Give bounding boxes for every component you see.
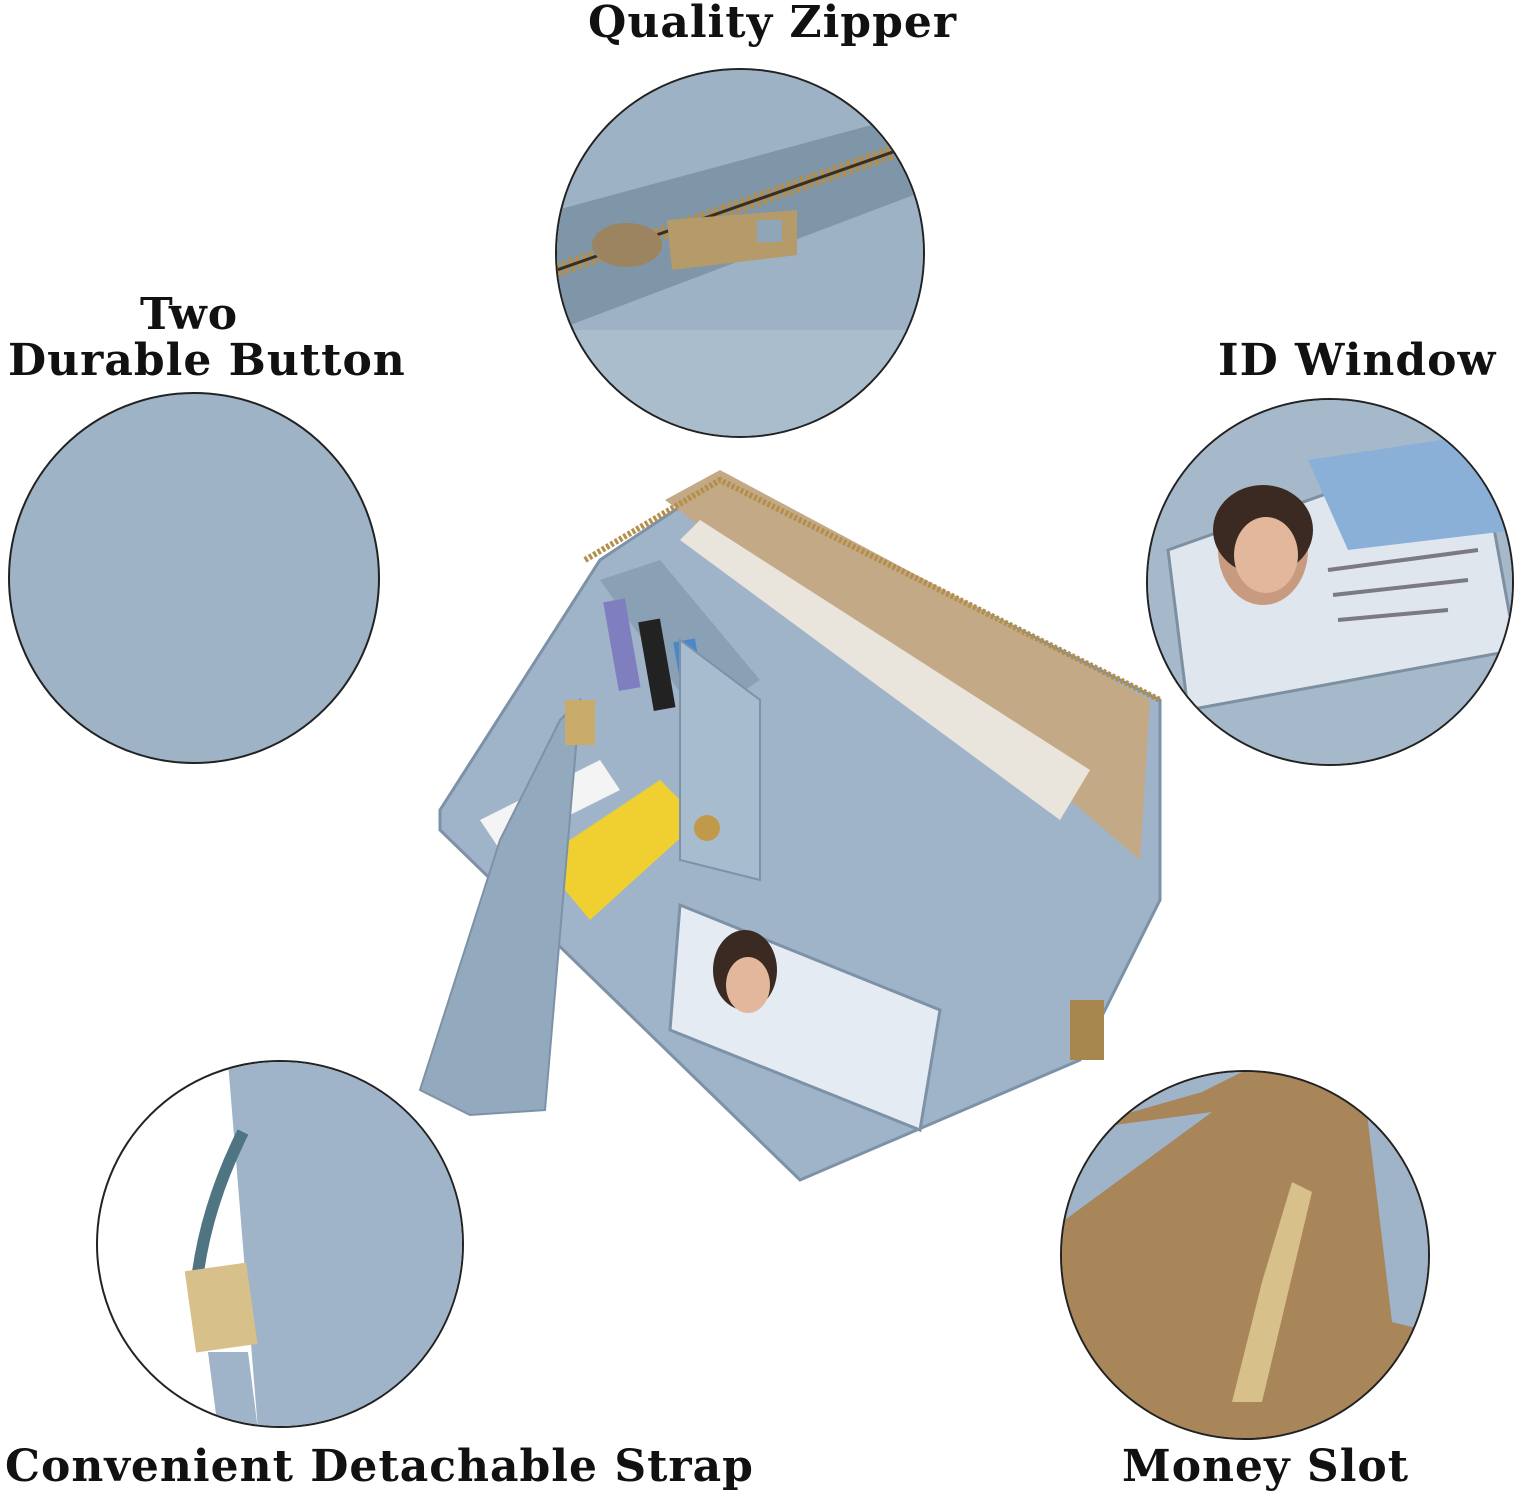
label-durable-button: Durable Button [8, 335, 406, 386]
label-id-window: ID Window [1218, 335, 1497, 386]
money-slot-closeup-circle [1060, 1070, 1430, 1440]
strap-closeup-circle [96, 1060, 464, 1428]
label-two: Two [140, 289, 239, 340]
label-quality-zipper: Quality Zipper [588, 0, 958, 48]
money-slot-image [1062, 1072, 1428, 1438]
zipper-closeup-image [557, 70, 923, 436]
id-window-image [1148, 400, 1512, 764]
label-detachable-strap: Convenient Detachable Strap [5, 1441, 754, 1492]
strap-closeup-image [184, 1062, 462, 1426]
id-window-closeup-circle [1146, 398, 1514, 766]
zipper-closeup-circle [555, 68, 925, 438]
label-money-slot: Money Slot [1122, 1441, 1410, 1492]
leather-texture-circle [8, 392, 380, 764]
